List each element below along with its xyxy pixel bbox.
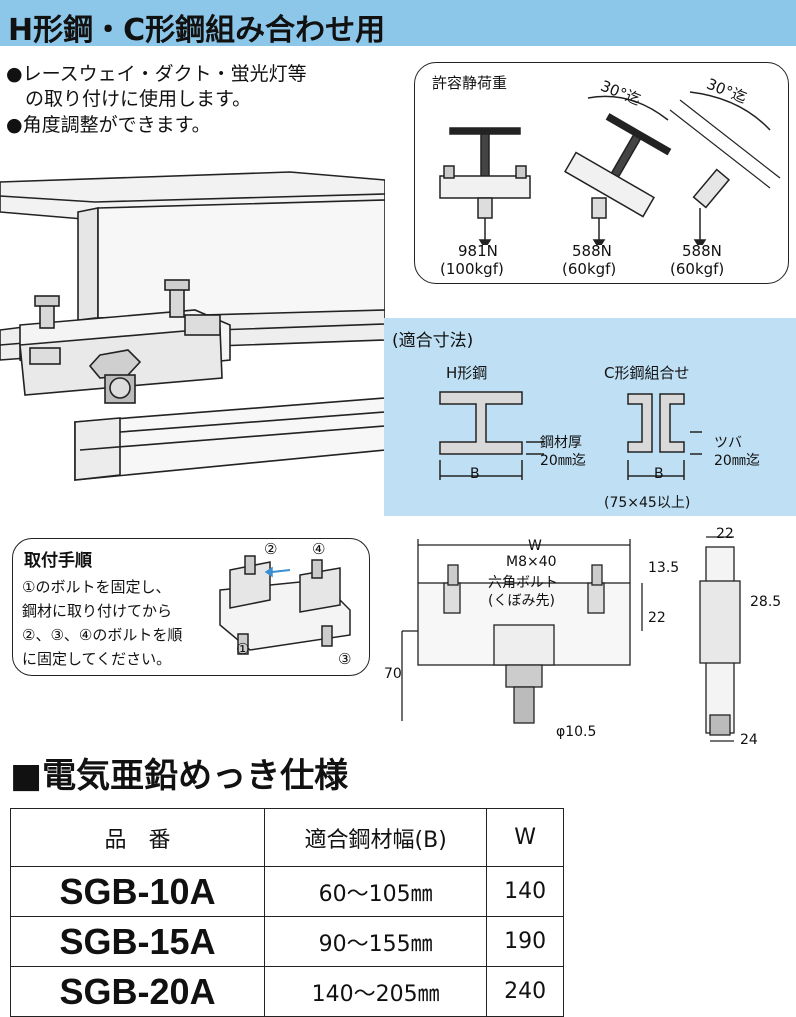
dim-70: 70 (384, 666, 402, 682)
bolt-spec: M8×40 (506, 554, 557, 570)
flange-label: ツバ (714, 435, 742, 451)
load-2-n: 588N (572, 242, 612, 260)
page-title: H形鋼・C形鋼組み合わせ用 (8, 13, 386, 48)
c-b-label: B (654, 466, 664, 482)
load-2-kgf: (60kgf) (562, 260, 617, 278)
w-cell: 240 (486, 966, 564, 1017)
procedure-line-2: 鋼材に取り付けてから (22, 602, 173, 620)
dim-13-5: 13.5 (648, 560, 680, 576)
procedure-line-1: ①のボルトを固定し、 (22, 578, 171, 596)
bolt-tip: (くぼみ先) (488, 593, 555, 609)
c-channel-label: C形鋼組合せ (604, 364, 690, 382)
feature-bullet-1-cont: の取り付けに使用します。 (6, 88, 252, 110)
w-cell: 190 (486, 916, 564, 967)
load-diagram (439, 91, 781, 245)
header-w: W (486, 808, 564, 867)
h-beam-label: H形鋼 (446, 364, 488, 382)
marker-2: ② (264, 540, 278, 558)
header-bar (0, 0, 796, 46)
model-cell: SGB-15A (9, 916, 266, 967)
load-1-kgf: (100kgf) (440, 260, 504, 278)
header-model: 品 番 (9, 808, 266, 867)
header-range: 適合鋼材幅(B) (264, 808, 488, 867)
marker-4: ④ (312, 540, 326, 558)
procedure-illustration (219, 555, 351, 655)
spec-header-row: 品 番 適合鋼材幅(B) W (9, 808, 564, 867)
marker-3: ③ (338, 650, 352, 668)
w-cell: 140 (486, 866, 564, 917)
spec-table: 品 番 適合鋼材幅(B) W SGB-10A 60～105㎜ 140 SGB-1… (9, 808, 564, 1017)
dim-28-5: 28.5 (750, 594, 782, 610)
table-row: SGB-20A 140～205㎜ 240 (9, 966, 564, 1017)
thickness-label: 鋼材厚 (540, 435, 582, 451)
model-cell: SGB-10A (9, 866, 266, 917)
h-b-label: B (470, 466, 480, 482)
c-channel-note: (75×45以上) (604, 495, 691, 511)
load-panel-title: 許容静荷重 (432, 74, 508, 92)
dim-phi-10-5: φ10.5 (556, 724, 597, 740)
fit-diagram (439, 391, 702, 480)
feature-bullet-2: ●角度調整ができます。 (6, 114, 211, 136)
product-illustration (0, 171, 385, 481)
load-3-n: 588N (682, 242, 722, 260)
dim-22-top: 22 (716, 526, 734, 542)
table-row: SGB-10A 60～105㎜ 140 (9, 866, 564, 917)
feature-bullet-1: ●レースウェイ・ダクト・蛍光灯等 (6, 63, 307, 85)
procedure-line-3: ②、③、④のボルトを順 (22, 626, 183, 644)
dim-24: 24 (740, 732, 758, 748)
flange-value: 20㎜迄 (714, 453, 760, 469)
dim-22-vertical: 22 (648, 610, 666, 626)
bolt-type: 六角ボルト (488, 575, 558, 591)
load-3-kgf: (60kgf) (670, 260, 725, 278)
fit-dimensions-panel (384, 318, 796, 516)
procedure-title: 取付手順 (24, 551, 92, 571)
range-cell: 90～155㎜ (264, 916, 488, 967)
thickness-value: 20㎜迄 (540, 453, 586, 469)
marker-1: ① (236, 640, 250, 658)
width-w-label: W (528, 538, 542, 554)
table-row: SGB-15A 90～155㎜ 190 (9, 916, 564, 967)
procedure-line-4: に固定してください。 (22, 650, 172, 668)
load-1-n: 981N (458, 242, 498, 260)
load-rating-panel (414, 62, 789, 284)
spec-section-title: ■電気亜鉛めっき仕様 (10, 756, 349, 796)
range-cell: 140～205㎜ (264, 966, 488, 1017)
dimension-drawing (401, 536, 741, 742)
range-cell: 60～105㎜ (264, 866, 488, 917)
model-cell: SGB-20A (9, 966, 266, 1017)
fit-panel-title: (適合寸法) (392, 331, 474, 351)
